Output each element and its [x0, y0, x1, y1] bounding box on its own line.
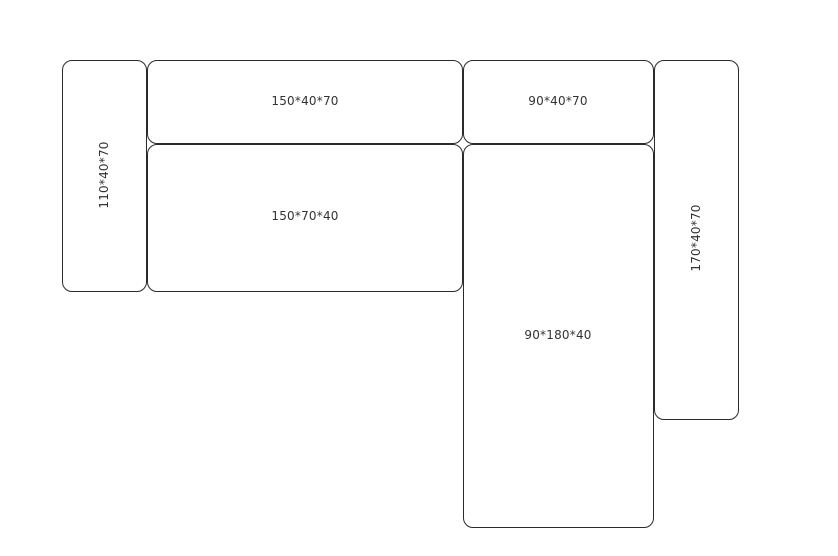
top-back-long-piece	[147, 60, 463, 144]
chaise-piece	[463, 144, 654, 528]
seat-long-label: 150*70*40	[271, 209, 339, 223]
top-back-short-label: 90*40*70	[528, 94, 588, 108]
top-back-short-piece	[463, 60, 654, 144]
right-armrest-piece	[654, 60, 739, 420]
left-armrest-label: 110*40*70	[97, 141, 111, 209]
right-armrest-label: 170*40*70	[689, 204, 703, 272]
chaise-label: 90*180*40	[524, 328, 592, 342]
left-armrest-piece	[62, 60, 147, 292]
top-back-long-label: 150*40*70	[271, 94, 339, 108]
seat-long-piece	[147, 144, 463, 292]
